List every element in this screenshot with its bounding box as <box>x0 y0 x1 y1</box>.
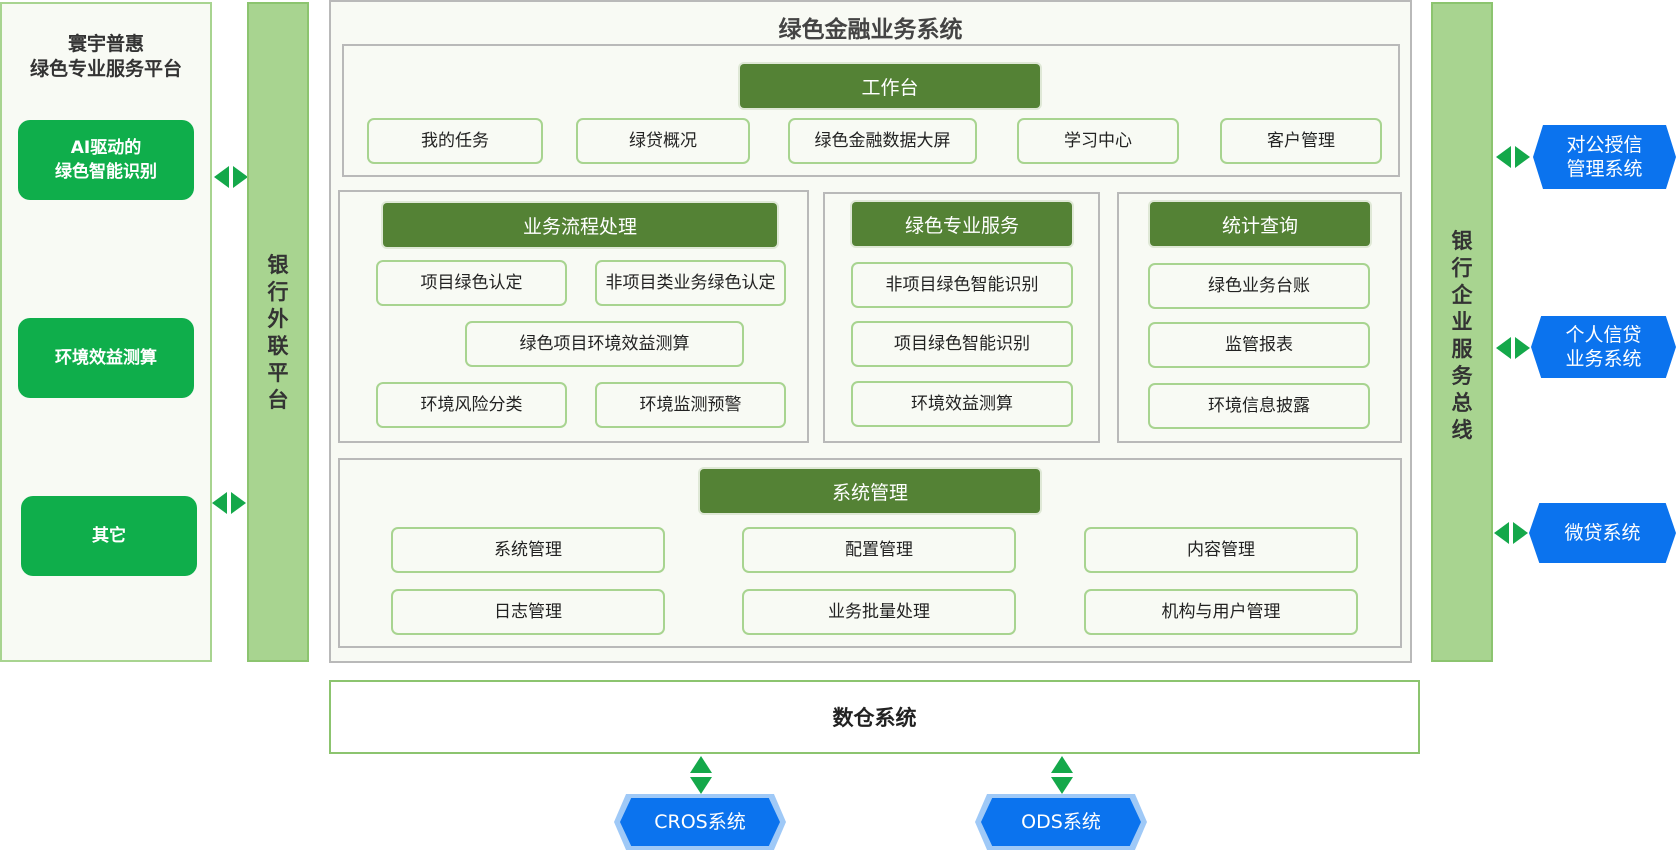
system-mgmt-item-log-management[interactable]: 日志管理 <box>391 589 665 635</box>
left-platform-title: 寰宇普惠 绿色专业服务平台 <box>29 33 182 80</box>
statistics-item-regulatory-report[interactable]: 监管报表 <box>1148 322 1370 368</box>
system-mgmt-item-content-management[interactable]: 内容管理 <box>1084 527 1358 573</box>
bank-external-platform-bar: 银 行 外 联 平 台 <box>247 2 309 662</box>
double-arrow-icon <box>1496 146 1530 168</box>
process-item-project-green-certification[interactable]: 项目绿色认定 <box>376 260 567 306</box>
system-mgmt-item-org-user-management[interactable]: 机构与用户管理 <box>1084 589 1358 635</box>
process-item-environment-monitoring-alert[interactable]: 环境监测预警 <box>595 382 786 428</box>
workbench-item-green-loan-overview[interactable]: 绿贷概况 <box>576 118 750 164</box>
bank-external-platform-label: 银 行 外 联 平 台 <box>267 253 289 412</box>
workbench-item-my-tasks[interactable]: 我的任务 <box>367 118 543 164</box>
ai-green-identification-button[interactable]: AI驱动的 绿色智能识别 <box>18 120 194 200</box>
green-service-item-benefit-calc[interactable]: 环境效益测算 <box>851 381 1073 427</box>
left-platform-panel: 寰宇普惠 绿色专业服务平台 AI驱动的 绿色智能识别 环境效益测算 其它 <box>0 2 212 662</box>
statistics-item-environment-disclosure[interactable]: 环境信息披露 <box>1148 383 1370 429</box>
double-arrow-icon <box>1494 522 1528 544</box>
statistics-item-green-ledger[interactable]: 绿色业务台账 <box>1148 263 1370 309</box>
green-service-item-non-project-identification[interactable]: 非项目绿色智能识别 <box>851 262 1073 308</box>
data-warehouse-system[interactable]: 数仓系统 <box>329 680 1420 754</box>
system-mgmt-item-system-management[interactable]: 系统管理 <box>391 527 665 573</box>
process-item-environment-benefit-calc[interactable]: 绿色项目环境效益测算 <box>465 321 744 367</box>
vertical-double-arrow-icon <box>690 756 712 794</box>
other-button[interactable]: 其它 <box>21 496 197 576</box>
workbench-item-customer-management[interactable]: 客户管理 <box>1220 118 1382 164</box>
double-arrow-icon <box>1496 337 1530 359</box>
green-service-item-project-identification[interactable]: 项目绿色智能识别 <box>851 321 1073 367</box>
vertical-double-arrow-icon <box>1051 756 1073 794</box>
main-system-title: 绿色金融业务系统 <box>778 17 963 43</box>
workbench-item-data-dashboard[interactable]: 绿色金融数据大屏 <box>788 118 977 164</box>
corporate-credit-system[interactable]: 对公授信 管理系统 <box>1533 125 1676 189</box>
personal-credit-system[interactable]: 个人信贷 业务系统 <box>1531 316 1676 378</box>
double-arrow-icon <box>212 492 246 514</box>
system-management-header: 系统管理 <box>700 469 1040 513</box>
enterprise-service-bus-label: 银 行 企 业 服 务 总 线 <box>1451 229 1473 442</box>
workbench-item-learning-center[interactable]: 学习中心 <box>1017 118 1179 164</box>
double-arrow-icon <box>214 166 248 188</box>
environment-benefit-button[interactable]: 环境效益测算 <box>18 318 194 398</box>
enterprise-service-bus-bar: 银 行 企 业 服 务 总 线 <box>1431 2 1493 662</box>
green-service-header: 绿色专业服务 <box>852 202 1072 246</box>
process-item-non-project-green-certification[interactable]: 非项目类业务绿色认定 <box>595 260 786 306</box>
cros-system[interactable]: CROS系统 <box>620 798 780 846</box>
micro-loan-system[interactable]: 微贷系统 <box>1529 503 1676 563</box>
system-mgmt-item-configuration-management[interactable]: 配置管理 <box>742 527 1016 573</box>
process-item-environment-risk-classification[interactable]: 环境风险分类 <box>376 382 567 428</box>
ods-system[interactable]: ODS系统 <box>981 798 1141 846</box>
workbench-header: 工作台 <box>740 64 1040 108</box>
system-mgmt-item-batch-processing[interactable]: 业务批量处理 <box>742 589 1016 635</box>
statistics-header: 统计查询 <box>1150 202 1370 246</box>
process-header: 业务流程处理 <box>383 203 777 247</box>
